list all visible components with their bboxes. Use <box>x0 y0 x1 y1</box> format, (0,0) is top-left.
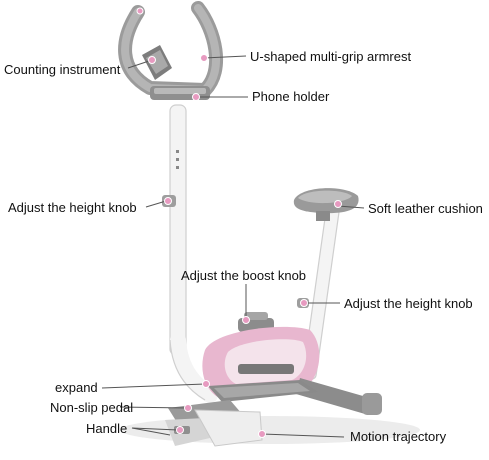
leader-height-left <box>145 200 167 208</box>
marker-handle <box>176 426 184 434</box>
leader-handle-2 <box>131 427 171 436</box>
base-right-graphic <box>296 378 382 415</box>
marker-armrest-top <box>136 7 144 15</box>
label-armrest: U-shaped multi-grip armrest <box>250 49 412 64</box>
leader-handle <box>131 427 179 431</box>
marker-height-left <box>164 197 172 205</box>
leader-expand <box>101 383 206 389</box>
marker-counting <box>148 56 156 64</box>
marker-pedal <box>184 404 192 412</box>
callout-markers <box>136 7 342 438</box>
leader-armrest <box>203 55 247 59</box>
label-motion-trajectory: Motion trajectory <box>350 429 447 444</box>
label-handle: Handle <box>86 421 128 436</box>
label-boost-knob: Adjust the boost knob <box>181 268 307 283</box>
marker-cushion <box>334 200 342 208</box>
leader-counting <box>127 59 153 69</box>
label-cushion: Soft leather cushion <box>368 201 483 216</box>
marker-phone-holder <box>192 93 200 101</box>
marker-trajectory <box>258 430 266 438</box>
counting-instrument-graphic <box>142 45 172 80</box>
phone-holder-graphic <box>150 86 210 100</box>
leader-lines <box>101 55 365 438</box>
armrest-graphic <box>118 1 224 97</box>
label-non-slip-pedal: Non-slip pedal <box>50 400 134 415</box>
leader-trajectory <box>261 433 345 438</box>
label-phone-holder: Phone holder <box>252 89 330 104</box>
label-height-knob-left: Adjust the height knob <box>8 200 137 215</box>
main-post <box>169 104 218 403</box>
marker-height-right <box>300 299 308 307</box>
leader-pedal <box>119 406 189 409</box>
label-counting-instrument: Counting instrument <box>4 62 121 77</box>
label-height-knob-right: Adjust the height knob <box>344 296 473 311</box>
marker-expand <box>202 380 210 388</box>
cushion-graphic <box>293 188 359 221</box>
leader-cushion <box>337 205 365 209</box>
marker-boost <box>242 316 250 324</box>
label-expand: expand <box>55 380 98 395</box>
marker-armrest <box>200 54 208 62</box>
